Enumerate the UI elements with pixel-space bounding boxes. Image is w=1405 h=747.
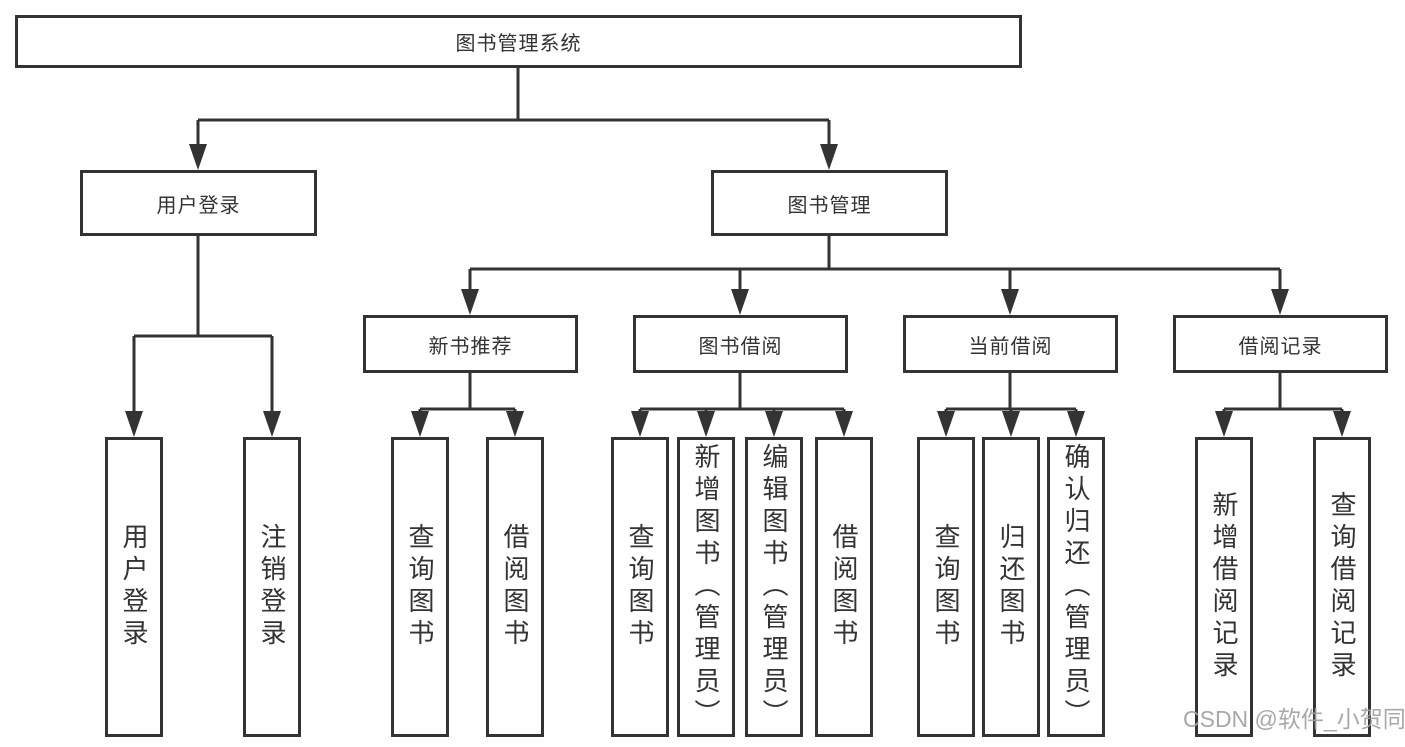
- leaf-logout-label: 注销登录: [257, 523, 287, 651]
- leaf-query-books-recommend-label: 查询图书: [405, 523, 435, 651]
- node-user-login: 用户登录: [80, 170, 317, 236]
- node-library-system-label: 图书管理系统: [455, 33, 582, 55]
- csdn-watermark: CSDN @软件_小贺同学: [1183, 706, 1405, 732]
- leaf-user-login: 用户登录: [105, 437, 163, 737]
- node-book-management: 图书管理: [711, 170, 948, 236]
- leaf-confirm-return-admin: 确认归还（管理员）: [1047, 437, 1105, 737]
- node-library-system: 图书管理系统: [15, 15, 1022, 68]
- node-borrowing-records-label: 借阅记录: [1238, 335, 1323, 358]
- leaf-return-books-label: 归还图书: [996, 523, 1026, 651]
- leaf-add-books-admin: 新增图书（管理员）: [677, 437, 735, 737]
- leaf-edit-books-admin: 编辑图书（管理员）: [745, 437, 803, 737]
- leaf-return-books: 归还图书: [982, 437, 1040, 737]
- node-book-management-label: 图书管理: [787, 194, 872, 217]
- leaf-query-books-borrowing-label: 查询图书: [625, 523, 655, 651]
- leaf-user-login-label: 用户登录: [119, 523, 149, 651]
- leaf-borrow-books-label: 借阅图书: [829, 523, 859, 651]
- leaf-borrow-books: 借阅图书: [815, 437, 873, 737]
- node-current-borrowing-label: 当前借阅: [968, 335, 1053, 358]
- leaf-edit-books-admin-label: 编辑图书（管理员）: [759, 443, 789, 731]
- leaf-borrow-books-recommend: 借阅图书: [486, 437, 544, 737]
- node-current-borrowing: 当前借阅: [903, 315, 1118, 373]
- node-book-borrowing: 图书借阅: [633, 315, 848, 373]
- node-new-book-recommend: 新书推荐: [363, 315, 578, 373]
- node-book-borrowing-label: 图书借阅: [698, 335, 783, 358]
- leaf-add-borrow-record-label: 新增借阅记录: [1209, 491, 1239, 683]
- leaf-query-borrow-record-label: 查询借阅记录: [1327, 491, 1357, 683]
- leaf-add-borrow-record: 新增借阅记录: [1195, 437, 1253, 737]
- leaf-logout: 注销登录: [243, 437, 301, 737]
- leaf-add-books-admin-label: 新增图书（管理员）: [691, 443, 721, 731]
- leaf-query-books-borrowing: 查询图书: [611, 437, 669, 737]
- leaf-query-books-recommend: 查询图书: [391, 437, 449, 737]
- node-borrowing-records: 借阅记录: [1173, 315, 1388, 373]
- node-user-login-label: 用户登录: [156, 194, 241, 217]
- leaf-query-books-current-label: 查询图书: [931, 523, 961, 651]
- leaf-query-books-current: 查询图书: [917, 437, 975, 737]
- leaf-query-borrow-record: 查询借阅记录: [1313, 437, 1371, 737]
- leaf-confirm-return-admin-label: 确认归还（管理员）: [1061, 443, 1091, 731]
- node-new-book-recommend-label: 新书推荐: [428, 335, 513, 358]
- leaf-borrow-books-recommend-label: 借阅图书: [500, 523, 530, 651]
